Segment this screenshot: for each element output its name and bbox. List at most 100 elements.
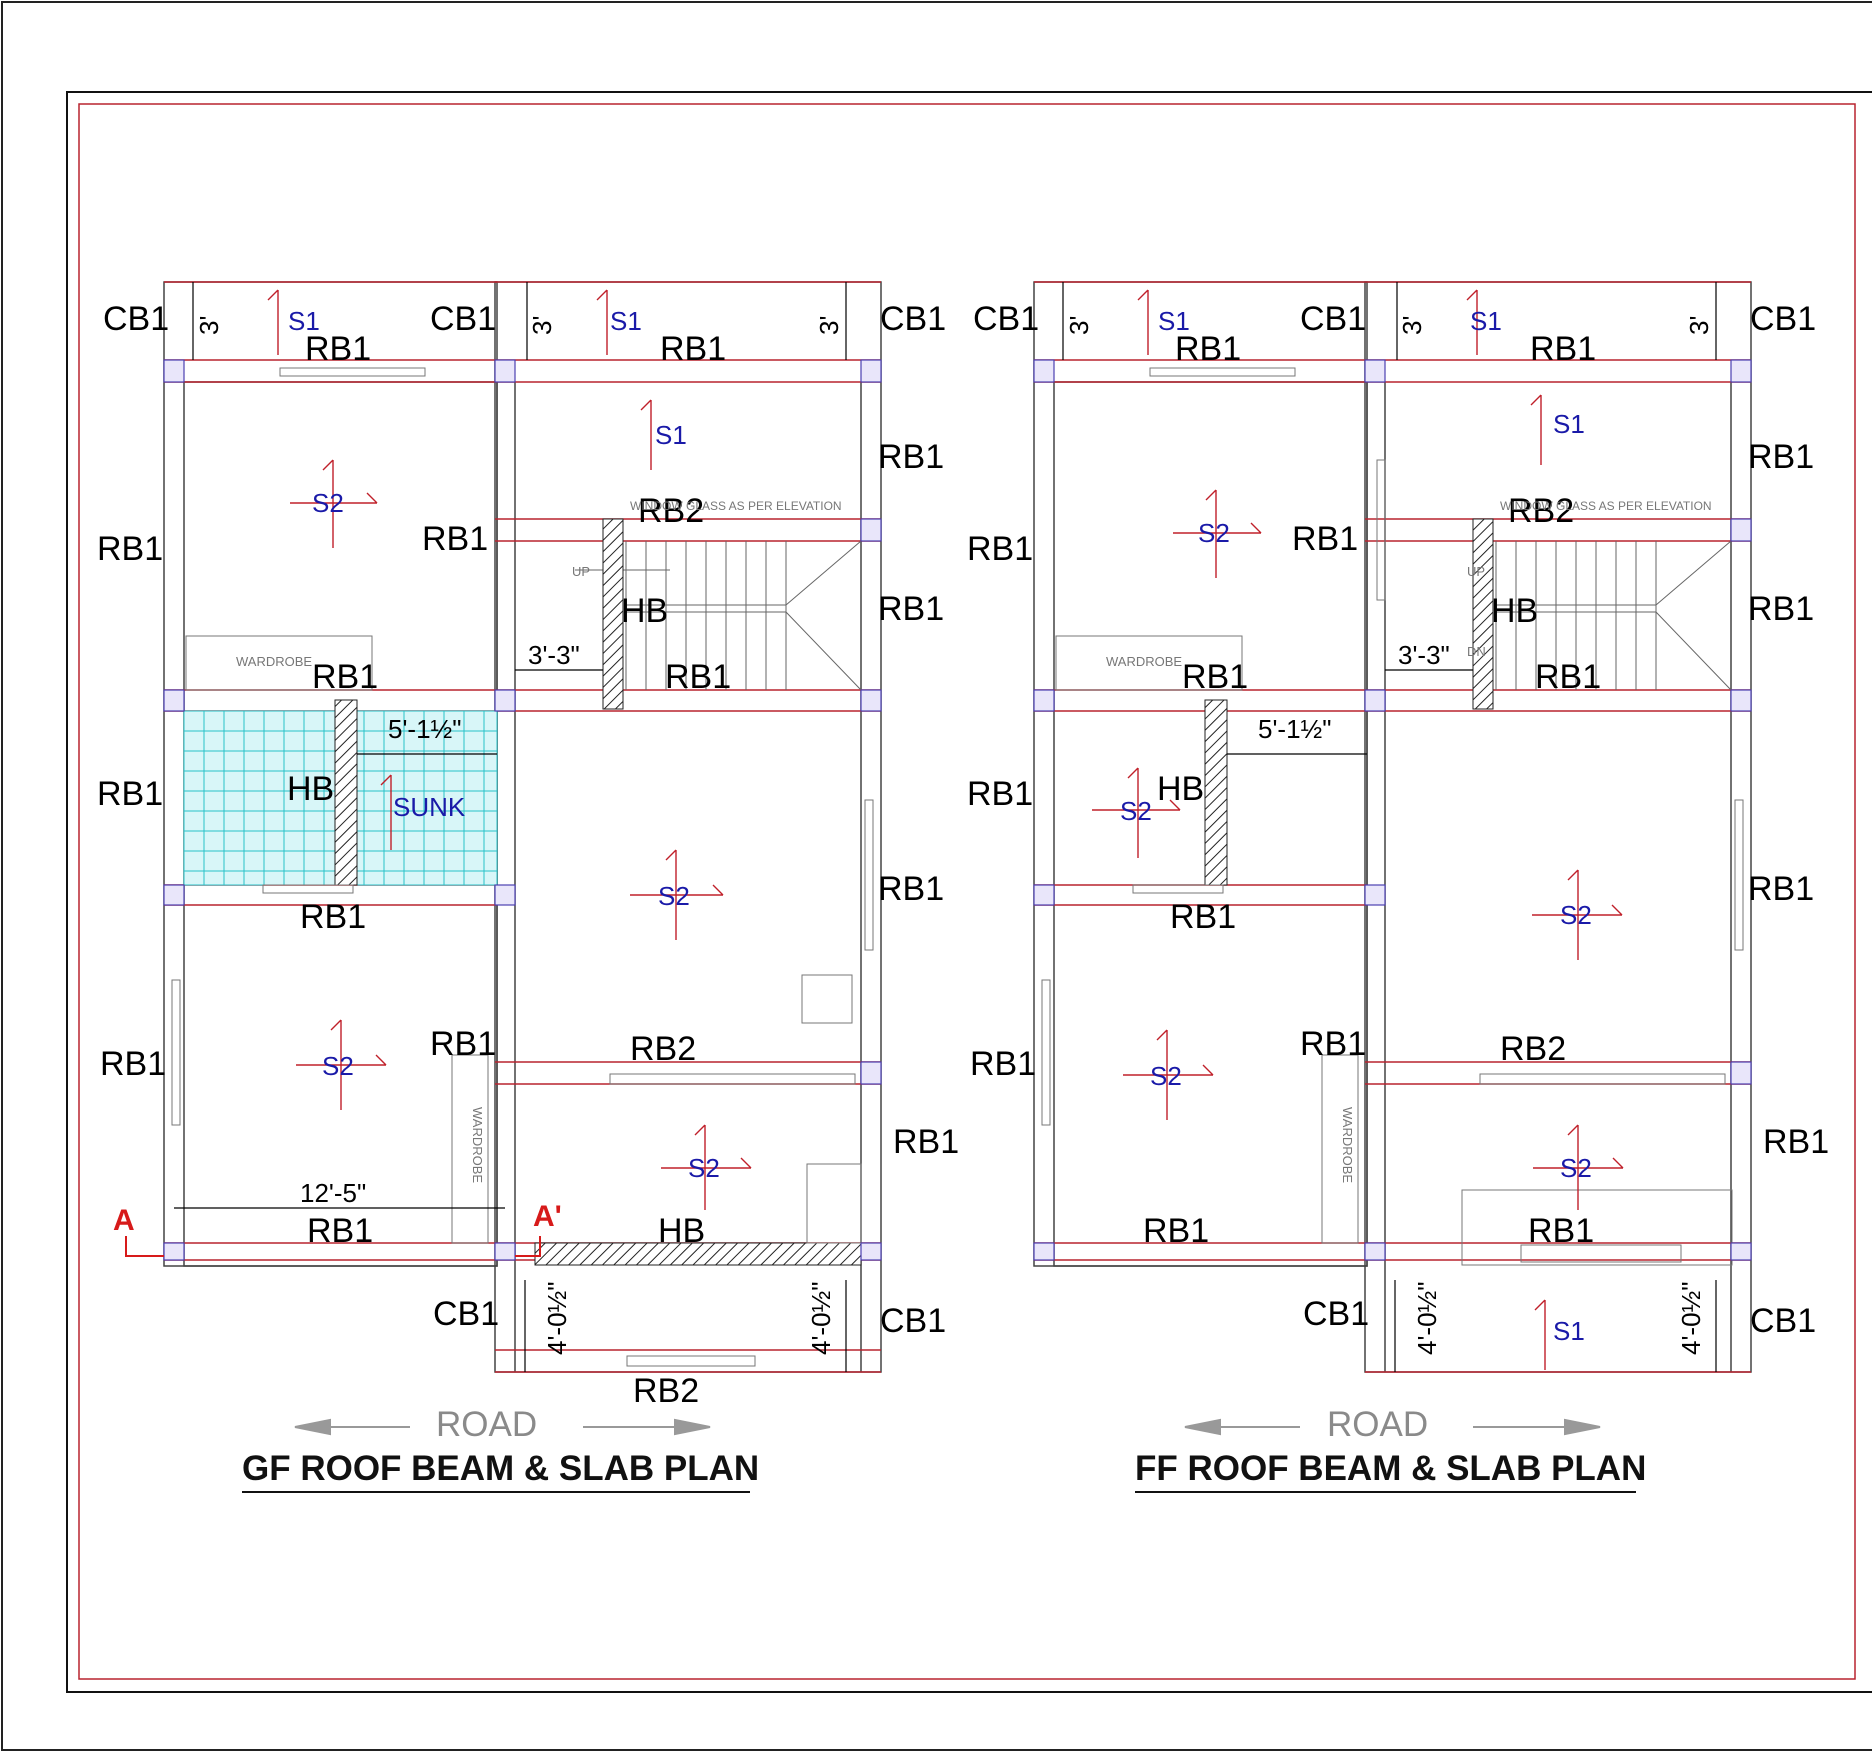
gf-rb1-top-right: RB1 <box>660 330 726 368</box>
ff-s1-a: S1 <box>1158 306 1190 336</box>
gf-dim-3-b: 3' <box>527 316 557 335</box>
ff-rb1-front: RB1 <box>1528 1212 1594 1250</box>
ff-dim-toilet: 5'-1½" <box>1258 714 1331 744</box>
ff-rb1-left-3: RB1 <box>970 1045 1036 1083</box>
ff-wardrobe-2: WARDROBE <box>1340 1107 1355 1183</box>
ff-dim-bal-r: 4'-0½" <box>1676 1282 1706 1355</box>
gf-cb1-bl: CB1 <box>433 1295 499 1333</box>
ff-cb1-tl: CB1 <box>973 300 1039 338</box>
gf-rb1-right-4: RB1 <box>893 1123 959 1161</box>
ff-rb1-right-4: RB1 <box>1763 1123 1829 1161</box>
gf-dim-width: 12'-5" <box>300 1178 366 1208</box>
gf-up: UP <box>572 564 590 579</box>
ff-wardrobe-1: WARDROBE <box>1106 654 1182 669</box>
ff-title: FF ROOF BEAM & SLAB PLAN <box>1135 1449 1646 1488</box>
ff-dim-3-c: 3' <box>1684 316 1714 335</box>
gf-rb1-right-1: RB1 <box>878 438 944 476</box>
ff-rb2-mid: RB2 <box>1500 1030 1566 1068</box>
ff-rb1-left-1: RB1 <box>967 530 1033 568</box>
ff-rb1-c1: RB1 <box>1182 658 1248 696</box>
gf-section-a: A <box>113 1204 135 1237</box>
gf-dim-bal-l: 4'-0½" <box>542 1282 572 1355</box>
gf-dim-3-c: 3' <box>814 316 844 335</box>
ff-rb1-top-right: RB1 <box>1530 330 1596 368</box>
gf-rb1-c2: RB1 <box>665 658 731 696</box>
ff-up: UP <box>1467 564 1485 579</box>
ff-cb1-bl: CB1 <box>1303 1295 1369 1333</box>
gf-hb-front: HB <box>658 1212 705 1250</box>
gf-dim-bal-r: 4'-0½" <box>806 1282 836 1355</box>
ff-s1-b: S1 <box>1470 306 1502 336</box>
gf-s2-b: S2 <box>658 881 690 911</box>
gf-road: ROAD <box>436 1405 537 1444</box>
ff-rb1-right-1: RB1 <box>1748 438 1814 476</box>
ff-rb1-right-2: RB1 <box>1748 590 1814 628</box>
ff-rb1-c3: RB1 <box>1170 898 1236 936</box>
gf-s1-a: S1 <box>288 306 320 336</box>
gf-rb1-c1: RB1 <box>312 658 378 696</box>
gf-wardrobe-2: WARDROBE <box>470 1107 485 1183</box>
ff-window-note: WINDOW GLASS AS PER ELEVATION <box>1500 499 1712 513</box>
gf-s2-a: S2 <box>312 488 344 518</box>
ff-road: ROAD <box>1327 1405 1428 1444</box>
gf-rb1-right-2: RB1 <box>878 590 944 628</box>
ff-dim-3-b: 3' <box>1397 316 1427 335</box>
ff-s2-a: S2 <box>1198 518 1230 548</box>
gf-cb1-br: CB1 <box>880 1302 946 1340</box>
gf-rb1-left-3: RB1 <box>100 1045 166 1083</box>
gf-plan: CB1 CB1 CB1 RB1 RB1 RB1 RB1 RB1 RB1 RB1 … <box>97 281 959 1493</box>
ff-rb1-top-left: RB1 <box>1175 330 1241 368</box>
ff-dim-bal-l: 4'-0½" <box>1412 1282 1442 1355</box>
border-line <box>78 103 1856 1680</box>
ff-hb-toilet: HB <box>1157 770 1204 808</box>
ff-dim-stair: 3'-3" <box>1398 640 1450 670</box>
gf-rb1-left-1: RB1 <box>97 530 163 568</box>
hb-toilet <box>334 699 358 886</box>
gf-rb1-c3: RB1 <box>300 898 366 936</box>
gf-rb1-mid-1: RB1 <box>422 520 488 558</box>
gf-sunk: SUNK <box>393 792 466 822</box>
gf-rb2-bottom: RB2 <box>633 1372 699 1410</box>
ff-rb1-c2: RB1 <box>1535 658 1601 696</box>
ff-cb1-br: CB1 <box>1750 1302 1816 1340</box>
hb-toilet <box>1204 699 1228 886</box>
gf-wardrobe-1: WARDROBE <box>236 654 312 669</box>
ff-rb2-stair: RB2 <box>1508 492 1574 530</box>
ff-s2-b: S2 <box>1120 796 1152 826</box>
staircase <box>1495 540 1732 691</box>
ff-rb1-right-3: RB1 <box>1748 870 1814 908</box>
ff-s2-e: S2 <box>1560 1153 1592 1183</box>
staircase <box>575 540 862 691</box>
ff-rb1-left-2: RB1 <box>967 775 1033 813</box>
gf-rb2-mid: RB2 <box>630 1030 696 1068</box>
ff-rb1-mid-2: RB1 <box>1300 1025 1366 1063</box>
gf-rb1-left-2: RB1 <box>97 775 163 813</box>
gf-hb-stair: HB <box>621 592 668 630</box>
ff-rb1-mid-1: RB1 <box>1292 520 1358 558</box>
gf-title: GF ROOF BEAM & SLAB PLAN <box>242 1449 759 1488</box>
inner-frame <box>66 91 1872 1693</box>
ff-s1-d: S1 <box>1553 1316 1585 1346</box>
gf-dim-toilet: 5'-1½" <box>388 714 461 744</box>
gf-s1-b: S1 <box>610 306 642 336</box>
ff-s2-c: S2 <box>1560 900 1592 930</box>
gf-rb1-right-3: RB1 <box>878 870 944 908</box>
gf-rb2-stair: RB2 <box>638 492 704 530</box>
gf-rb1-bottom: RB1 <box>307 1212 373 1250</box>
ff-rb1-bottom: RB1 <box>1143 1212 1209 1250</box>
gf-s2-c: S2 <box>322 1051 354 1081</box>
gf-dim-3-a: 3' <box>194 316 224 335</box>
gf-cb1-tr: CB1 <box>880 300 946 338</box>
ff-hb-stair: HB <box>1491 592 1538 630</box>
ff-plan: CB1 CB1 CB1 RB1 RB1 RB1 RB1 RB1 RB1 RB1 … <box>967 281 1829 1493</box>
gf-cb1-tl: CB1 <box>103 300 169 338</box>
ff-cb1-tr: CB1 <box>1750 300 1816 338</box>
gf-cb1-tm: CB1 <box>430 300 496 338</box>
gf-rb1-top-left: RB1 <box>305 330 371 368</box>
hb-stair <box>602 518 624 710</box>
hb-stair <box>1472 518 1494 710</box>
gf-s2-d: S2 <box>688 1153 720 1183</box>
gf-s1-c: S1 <box>655 420 687 450</box>
